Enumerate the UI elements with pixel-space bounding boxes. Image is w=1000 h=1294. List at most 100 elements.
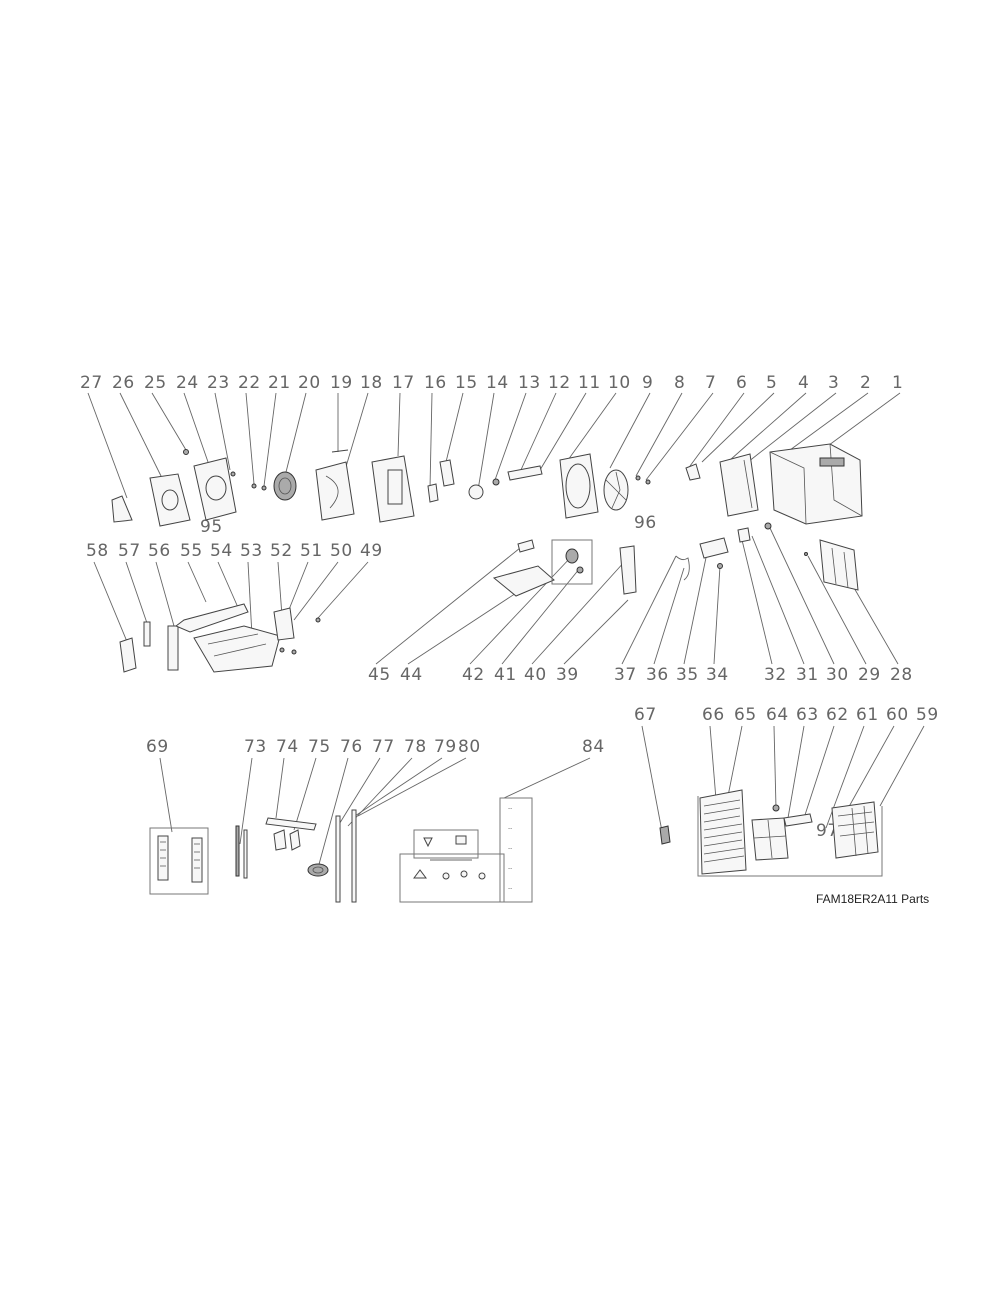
callout-95: 95 [200, 517, 223, 537]
callout-27: 27 [80, 373, 103, 393]
callout-69: 69 [146, 737, 169, 757]
callout-59: 59 [916, 705, 939, 725]
callout-23: 23 [207, 373, 230, 393]
callout-11: 11 [578, 373, 601, 393]
callout-42: 42 [462, 665, 485, 685]
part-20-blower-wheel [273, 471, 297, 501]
part-58-bracket [119, 637, 137, 673]
callout-4: 4 [798, 373, 809, 393]
callout-44: 44 [400, 665, 423, 685]
callout-79: 79 [434, 737, 457, 757]
callout-96: 96 [634, 513, 657, 533]
callout-41: 41 [494, 665, 517, 685]
callout-30: 30 [826, 665, 849, 685]
callout-63: 63 [796, 705, 819, 725]
part-28-grille [819, 539, 859, 591]
callout-6: 6 [736, 373, 747, 393]
callout-22: 22 [238, 373, 261, 393]
callout-50: 50 [330, 541, 353, 561]
callout-54: 54 [210, 541, 233, 561]
callout-67: 67 [634, 705, 657, 725]
row2-parts [119, 522, 859, 673]
callout-62: 62 [826, 705, 849, 725]
callout-52: 52 [270, 541, 293, 561]
part-2-cabinet [769, 443, 863, 525]
callout-34: 34 [706, 665, 729, 685]
callout-25: 25 [144, 373, 167, 393]
callout-45: 45 [368, 665, 391, 685]
callout-9: 9 [642, 373, 653, 393]
diagram-caption: FAM18ER2A11 Parts [816, 892, 929, 906]
part-77-disc [307, 863, 329, 877]
part-4-condenser [719, 453, 759, 517]
part-80-control-panel [413, 829, 479, 859]
callout-13: 13 [518, 373, 541, 393]
callout-18: 18 [360, 373, 383, 393]
callout-20: 20 [298, 373, 321, 393]
svg-text:--: -- [508, 805, 512, 812]
row3-leaders [159, 725, 925, 869]
callout-14: 14 [486, 373, 509, 393]
callout-15: 15 [455, 373, 478, 393]
callout-80: 80 [458, 737, 481, 757]
part-42-box [551, 539, 593, 585]
callout-10: 10 [608, 373, 631, 393]
callout-3: 3 [828, 373, 839, 393]
row3-callouts: 69 73 74 75 76 77 78 79 80 84 67 66 65 6… [146, 705, 939, 841]
callout-2: 2 [860, 373, 871, 393]
callout-7: 7 [705, 373, 716, 393]
callout-19: 19 [330, 373, 353, 393]
part-18-scroll [315, 461, 355, 521]
callout-17: 17 [392, 373, 415, 393]
part-52-bracket [273, 607, 295, 641]
callout-66: 66 [702, 705, 725, 725]
callout-35: 35 [676, 665, 699, 685]
part-67-part [659, 825, 671, 845]
part-75-knob [273, 829, 287, 851]
callout-75: 75 [308, 737, 331, 757]
callout-60: 60 [886, 705, 909, 725]
callout-64: 64 [766, 705, 789, 725]
callout-77: 77 [372, 737, 395, 757]
callout-5: 5 [766, 373, 777, 393]
part-55-rail [175, 603, 249, 633]
row1-leaders [87, 392, 901, 499]
callout-84: 84 [582, 737, 605, 757]
row1-parts [111, 443, 863, 527]
callout-73: 73 [244, 737, 267, 757]
callout-32: 32 [764, 665, 787, 685]
callout-29: 29 [858, 665, 881, 685]
callout-12: 12 [548, 373, 571, 393]
svg-text:--: -- [508, 825, 512, 832]
callout-21: 21 [268, 373, 291, 393]
callout-61: 61 [856, 705, 879, 725]
callout-51: 51 [300, 541, 323, 561]
callout-76: 76 [340, 737, 363, 757]
part-53-base-pan [193, 625, 281, 673]
callout-40: 40 [524, 665, 547, 685]
part-25-screw [183, 449, 189, 455]
callout-8: 8 [674, 373, 685, 393]
callout-97: 97 [816, 821, 839, 841]
svg-text:--: -- [508, 845, 512, 852]
callout-26: 26 [112, 373, 135, 393]
callout-39: 39 [556, 665, 579, 685]
part-80-keypad [399, 853, 505, 903]
part-39-bracket [619, 545, 637, 595]
row1-callouts: 27 26 25 24 23 22 21 20 19 18 17 16 15 1… [80, 373, 903, 537]
part-84-control-panel [499, 797, 533, 903]
row2-callouts: 58 57 56 55 54 53 52 51 50 49 45 44 42 4… [86, 513, 913, 685]
callout-78: 78 [404, 737, 427, 757]
callout-37: 37 [614, 665, 637, 685]
callout-24: 24 [176, 373, 199, 393]
callout-57: 57 [118, 541, 141, 561]
part-59-grille [831, 801, 879, 859]
callout-49: 49 [360, 541, 383, 561]
part-14-motor [468, 484, 484, 500]
callout-1: 1 [892, 373, 903, 393]
callout-53: 53 [240, 541, 263, 561]
part-44-tray [492, 565, 555, 597]
callout-28: 28 [890, 665, 913, 685]
part-69-curtain-box [149, 827, 209, 895]
